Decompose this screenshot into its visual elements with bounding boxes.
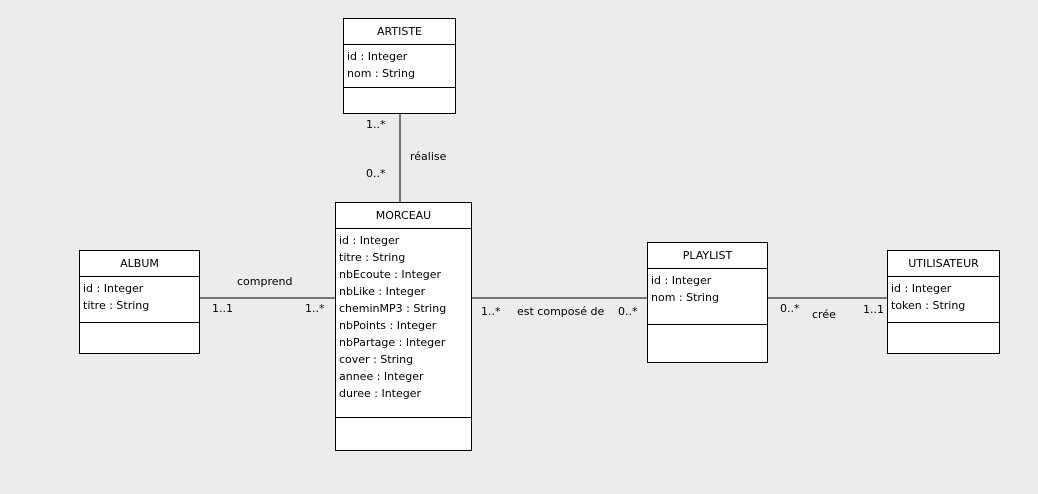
attribute: nbPartage : Integer [339, 336, 446, 349]
class-album[interactable]: ALBUM id : Integer titre : String [79, 250, 200, 354]
attribute: cover : String [339, 353, 414, 366]
class-utilisateur[interactable]: UTILISATEUR id : Integer token : String [887, 250, 1000, 354]
class-playlist[interactable]: PLAYLIST id : Integer nom : String [647, 242, 768, 363]
attribute: id : Integer [891, 282, 952, 295]
attribute: id : Integer [347, 50, 408, 63]
attribute: titre : String [339, 251, 406, 264]
attribute: id : Integer [339, 234, 400, 247]
class-name: UTILISATEUR [888, 251, 999, 277]
multiplicity-comprend-right: 1..* [305, 302, 325, 315]
class-attributes: id : Integer titre : String nbEcoute : I… [336, 229, 471, 418]
class-attributes: id : Integer titre : String [80, 277, 199, 323]
class-attributes: id : Integer nom : String [344, 45, 455, 88]
multiplicity-realise-bottom: 0..* [366, 167, 386, 180]
attribute: id : Integer [83, 282, 144, 295]
multiplicity-cree-left: 0..* [780, 302, 800, 315]
class-name: PLAYLIST [648, 243, 767, 269]
attribute: titre : String [83, 299, 150, 312]
class-attributes: id : Integer token : String [888, 277, 999, 323]
attribute: annee : Integer [339, 370, 424, 383]
attribute: id : Integer [651, 274, 712, 287]
class-attributes: id : Integer nom : String [648, 269, 767, 325]
class-name: ARTISTE [344, 19, 455, 45]
association-name-compose: est composé de [517, 305, 605, 318]
multiplicity-cree-right: 1..1 [863, 303, 884, 316]
attribute: duree : Integer [339, 387, 422, 400]
association-name-realise: réalise [410, 150, 447, 163]
attribute: nom : String [651, 291, 719, 304]
class-name: ALBUM [80, 251, 199, 277]
association-name-cree: crée [812, 308, 836, 321]
multiplicity-realise-top: 1..* [366, 118, 386, 131]
multiplicity-compose-left: 1..* [481, 305, 501, 318]
attribute: nom : String [347, 67, 415, 80]
multiplicity-compose-right: 0..* [618, 305, 638, 318]
attribute: nbEcoute : Integer [339, 268, 442, 281]
attribute: nbLike : Integer [339, 285, 426, 298]
association-name-comprend: comprend [237, 275, 293, 288]
attribute: cheminMP3 : String [339, 302, 447, 315]
class-morceau[interactable]: MORCEAU id : Integer titre : String nbEc… [335, 202, 472, 451]
attribute: token : String [891, 299, 966, 312]
multiplicity-comprend-left: 1..1 [212, 302, 233, 315]
class-artiste[interactable]: ARTISTE id : Integer nom : String [343, 18, 456, 114]
attribute: nbPoints : Integer [339, 319, 437, 332]
class-name: MORCEAU [336, 203, 471, 229]
